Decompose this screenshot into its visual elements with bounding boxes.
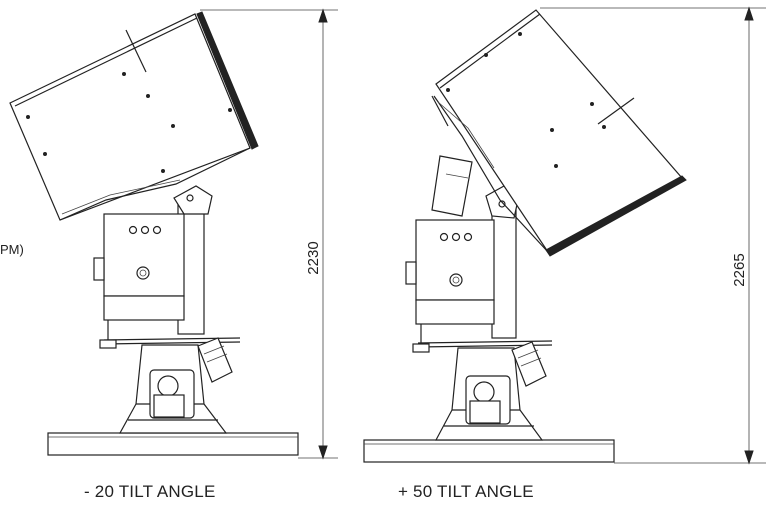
left-dimension: 2230 — [200, 8, 338, 460]
left-antenna-face — [196, 11, 259, 150]
right-tilt-caption: + 50 TILT ANGLE — [398, 482, 534, 501]
right-machine — [363, 9, 687, 463]
right-height-dimension: 2265 — [731, 253, 748, 286]
left-side-motor — [197, 337, 233, 383]
right-antenna-body — [435, 9, 683, 253]
right-control-box — [415, 219, 495, 301]
right-base-plate — [363, 439, 615, 463]
left-base-plate — [47, 432, 299, 456]
right-side-motor — [511, 341, 547, 387]
left-tilt-caption: - 20 TILT ANGLE — [84, 482, 216, 501]
cropped-side-text: PM) — [0, 242, 24, 257]
right-tilt-motor — [431, 155, 473, 217]
left-height-dimension: 2230 — [305, 241, 322, 274]
left-machine — [9, 11, 299, 456]
right-antenna-face — [545, 175, 687, 257]
right-dimension: 2265 — [540, 6, 766, 465]
left-control-box — [103, 213, 185, 297]
